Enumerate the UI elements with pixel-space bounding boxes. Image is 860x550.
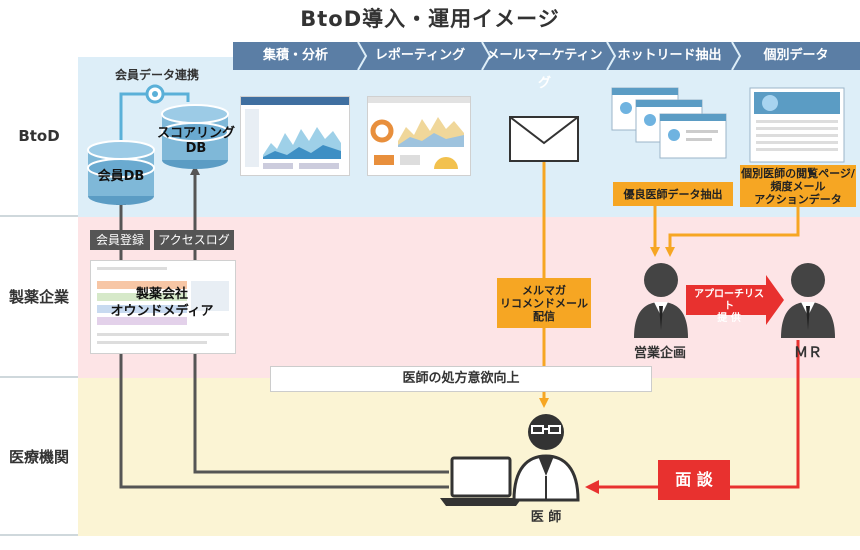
report-screenshot bbox=[367, 96, 471, 176]
tab-reporting: レポーティング bbox=[374, 48, 466, 63]
row-divider bbox=[0, 376, 78, 378]
prescription-motivation-banner: 医師の処方意欲向上 bbox=[270, 366, 652, 392]
tab-individual-data: 個別データ bbox=[763, 48, 829, 63]
db-link-label: 会員データ連携 bbox=[114, 68, 199, 82]
owned-media-label: 製薬会社 オウンドメディア bbox=[110, 287, 214, 319]
doctor-action-data-label: 個別医師の閲覧ページ/ 頻度メール アクションデータ bbox=[740, 165, 856, 207]
tab-mail-marketing: メールマーケティング bbox=[486, 48, 603, 91]
approach-list-label: アプローチリスト 提 供 bbox=[694, 289, 764, 324]
mr-label: ＭＲ bbox=[794, 345, 822, 361]
function-tab-bar bbox=[233, 42, 860, 70]
row-divider bbox=[0, 534, 78, 536]
row-label-btod: BtoD bbox=[0, 57, 78, 215]
mailmag-delivery-label: メルマガ リコメンドメール 配信 bbox=[497, 278, 591, 328]
sales-planning-label: 営業企画 bbox=[633, 346, 686, 361]
row-divider bbox=[0, 215, 78, 217]
interview-label: 面 談 bbox=[658, 460, 730, 500]
medical-band bbox=[0, 378, 860, 536]
row-label-pharma: 製薬企業 bbox=[0, 217, 78, 376]
scoring-db-label: スコアリング DB bbox=[156, 126, 235, 156]
good-doctor-extraction-label: 優良医師データ抽出 bbox=[613, 182, 733, 206]
row-label-medical: 医療機関 bbox=[0, 378, 78, 534]
access-log-label: アクセスログ bbox=[154, 230, 234, 250]
page-title: BtoD導入・運用イメージ bbox=[300, 7, 560, 31]
analysis-screenshot bbox=[240, 96, 350, 176]
tab-hot-lead: ホットリード抽出 bbox=[617, 48, 722, 63]
member-registration-label: 会員登録 bbox=[90, 230, 150, 250]
tab-analysis: 集積・分析 bbox=[262, 48, 328, 63]
doctor-label: 医 師 bbox=[530, 510, 562, 525]
owned-media-screenshot bbox=[90, 260, 236, 354]
member-db-label: 会員DB bbox=[97, 169, 145, 184]
